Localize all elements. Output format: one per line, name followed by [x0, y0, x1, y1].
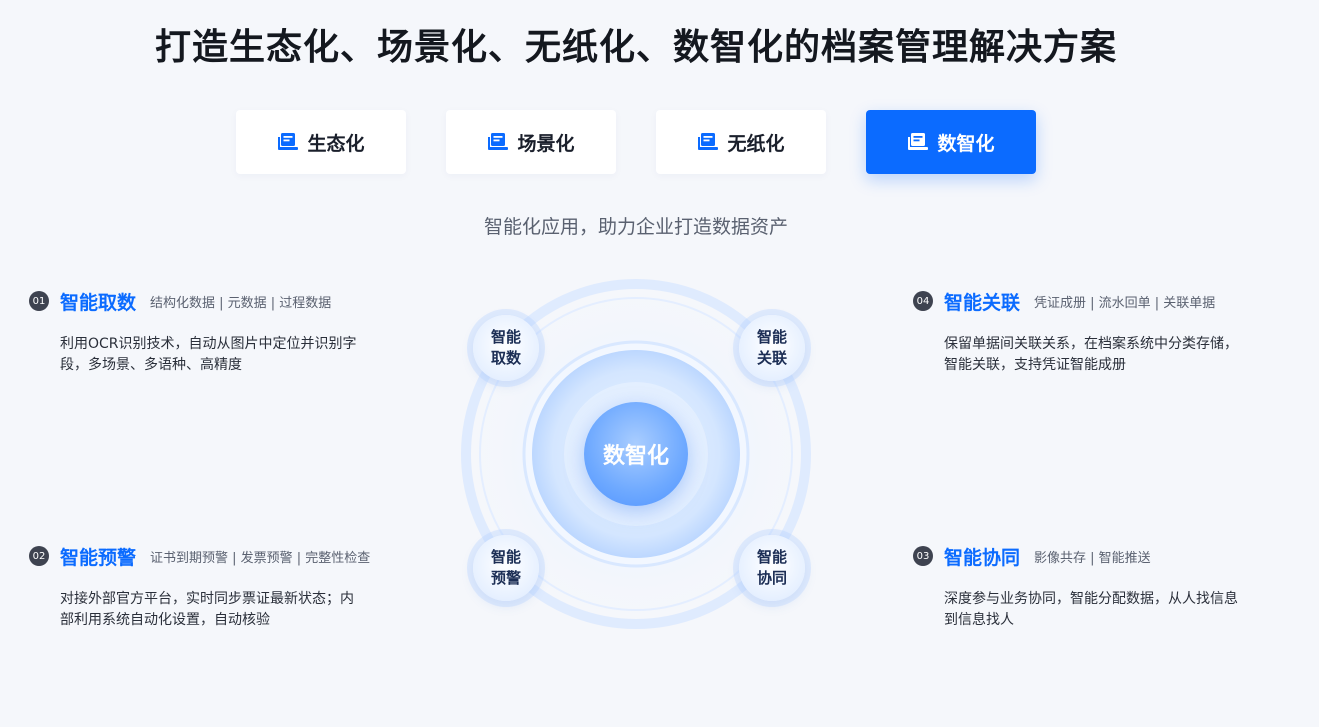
feature-number-badge: 04 — [913, 291, 933, 311]
node-smart-collaboration: 智能 协同 — [739, 535, 805, 601]
section-subtitle: 智能化应用，助力企业打造数据资产 — [483, 216, 788, 238]
tab-digital-intelligence[interactable]: 数智化 — [866, 110, 1036, 174]
feature-title: 智能协同 — [944, 546, 1021, 569]
node-smart-association: 智能 关联 — [739, 315, 805, 381]
feature-number-badge: 02 — [29, 546, 49, 566]
node-label-line1: 智能 — [490, 328, 521, 346]
feature-description: 对接外部官方平台，实时同步票证最新状态；内部利用系统自动化设置，自动核验 — [60, 591, 354, 628]
feature-title: 智能关联 — [944, 291, 1021, 314]
feature-description: 深度参与业务协同，智能分配数据，从人找信息到信息找人 — [944, 591, 1238, 628]
concentric-rings — [458, 276, 814, 632]
feature-smart-association: 04 智能关联 凭证成册 | 流水回单 | 关联单据 保留单据间关联关系，在档案… — [913, 288, 1273, 376]
feature-description: 利用OCR识别技术，自动从图片中定位并识别字段，多场景、多语种、高精度 — [60, 336, 357, 373]
tab-scenario[interactable]: 场景化 — [446, 110, 616, 174]
node-label-line2: 协同 — [756, 569, 787, 587]
feature-tags: 证书到期预警 | 发票预警 | 完整性检查 — [150, 550, 371, 566]
node-label-line1: 智能 — [756, 548, 787, 566]
node-label-line2: 关联 — [756, 349, 787, 367]
node-label-line2: 预警 — [490, 569, 521, 587]
tab-label: 生态化 — [307, 132, 365, 155]
document-stack-icon — [488, 133, 509, 150]
node-smart-extraction: 智能 取数 — [473, 315, 539, 381]
feature-number-badge: 01 — [29, 291, 49, 311]
feature-description: 保留单据间关联关系，在档案系统中分类存储，智能关联，支持凭证智能成册 — [944, 336, 1238, 373]
node-label-line2: 取数 — [490, 349, 521, 367]
document-stack-icon — [698, 133, 719, 150]
tab-label: 数智化 — [937, 132, 995, 155]
document-stack-icon — [278, 133, 299, 150]
feature-number-badge: 03 — [913, 546, 933, 566]
digital-intelligence-diagram: 数智化 智能 取数 智能 关联 智能 预警 智能 协同 — [450, 272, 822, 644]
feature-tags: 凭证成册 | 流水回单 | 关联单据 — [1034, 295, 1216, 311]
feature-tags: 影像共存 | 智能推送 — [1034, 550, 1151, 566]
node-label-line1: 智能 — [490, 548, 521, 566]
feature-tags: 结构化数据 | 元数据 | 过程数据 — [150, 295, 332, 311]
node-label-line1: 智能 — [756, 328, 787, 346]
tab-paperless[interactable]: 无纸化 — [656, 110, 826, 174]
document-stack-icon — [908, 133, 929, 150]
feature-smart-extraction: 01 智能取数 结构化数据 | 元数据 | 过程数据 利用OCR识别技术，自动从… — [29, 288, 389, 376]
tab-ecosystem[interactable]: 生态化 — [236, 110, 406, 174]
tab-label: 场景化 — [517, 132, 575, 155]
node-smart-alert: 智能 预警 — [473, 535, 539, 601]
feature-title: 智能取数 — [60, 291, 137, 314]
feature-smart-collaboration: 03 智能协同 影像共存 | 智能推送 深度参与业务协同，智能分配数据，从人找信… — [913, 543, 1273, 631]
feature-smart-alert: 02 智能预警 证书到期预警 | 发票预警 | 完整性检查 对接外部官方平台，实… — [29, 543, 429, 631]
tab-label: 无纸化 — [727, 132, 785, 155]
core-circle: 数智化 — [584, 402, 688, 506]
feature-title: 智能预警 — [60, 546, 137, 569]
page-title: 打造生态化、场景化、无纸化、数智化的档案管理解决方案 — [154, 27, 1117, 68]
